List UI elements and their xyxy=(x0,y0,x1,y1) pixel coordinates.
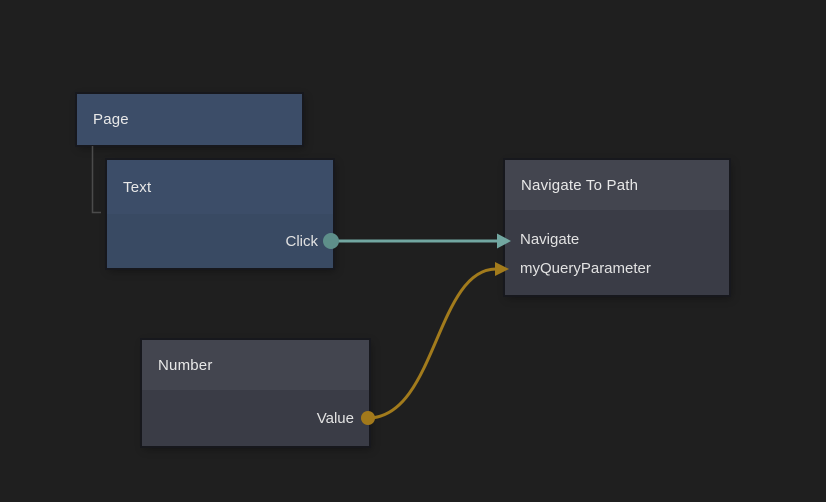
node-number-header[interactable]: Number xyxy=(142,340,369,390)
node-navigate-to-path-header[interactable]: Navigate To Path xyxy=(505,160,729,210)
input-row-myqueryparameter[interactable]: myQueryParameter xyxy=(505,254,729,283)
node-page[interactable]: Page xyxy=(77,94,302,145)
node-text[interactable]: Text Click xyxy=(107,160,333,268)
navigate-input-label: Navigate xyxy=(520,231,580,248)
node-text-title: Text xyxy=(123,178,152,196)
click-output-port[interactable] xyxy=(323,233,339,249)
value-output-port[interactable] xyxy=(361,411,375,425)
data-connection-curve[interactable] xyxy=(367,267,497,420)
node-navigate-to-path-title: Navigate To Path xyxy=(521,176,639,194)
output-row-click[interactable]: Click xyxy=(107,214,333,268)
node-number[interactable]: Number Value xyxy=(142,340,369,446)
node-navigate-to-path[interactable]: Navigate To Path Navigate myQueryParamet… xyxy=(505,160,729,295)
output-row-value[interactable]: Value xyxy=(142,390,369,446)
node-number-title: Number xyxy=(158,356,213,374)
node-page-header[interactable]: Page xyxy=(77,94,302,145)
node-navigate-to-path-body: Navigate myQueryParameter xyxy=(505,210,729,295)
node-number-body: Value xyxy=(142,390,369,446)
value-output-label: Value xyxy=(316,409,354,427)
node-text-body: Click xyxy=(107,214,333,268)
input-row-navigate[interactable]: Navigate xyxy=(505,225,729,254)
click-output-label: Click xyxy=(285,232,319,250)
myqueryparameter-input-label: myQueryParameter xyxy=(520,260,651,277)
hierarchy-connector-line xyxy=(91,146,101,214)
node-text-header[interactable]: Text xyxy=(107,160,333,214)
signal-connection-wire[interactable] xyxy=(331,233,511,249)
node-page-title: Page xyxy=(93,111,129,128)
data-connection-wire[interactable] xyxy=(367,262,509,420)
